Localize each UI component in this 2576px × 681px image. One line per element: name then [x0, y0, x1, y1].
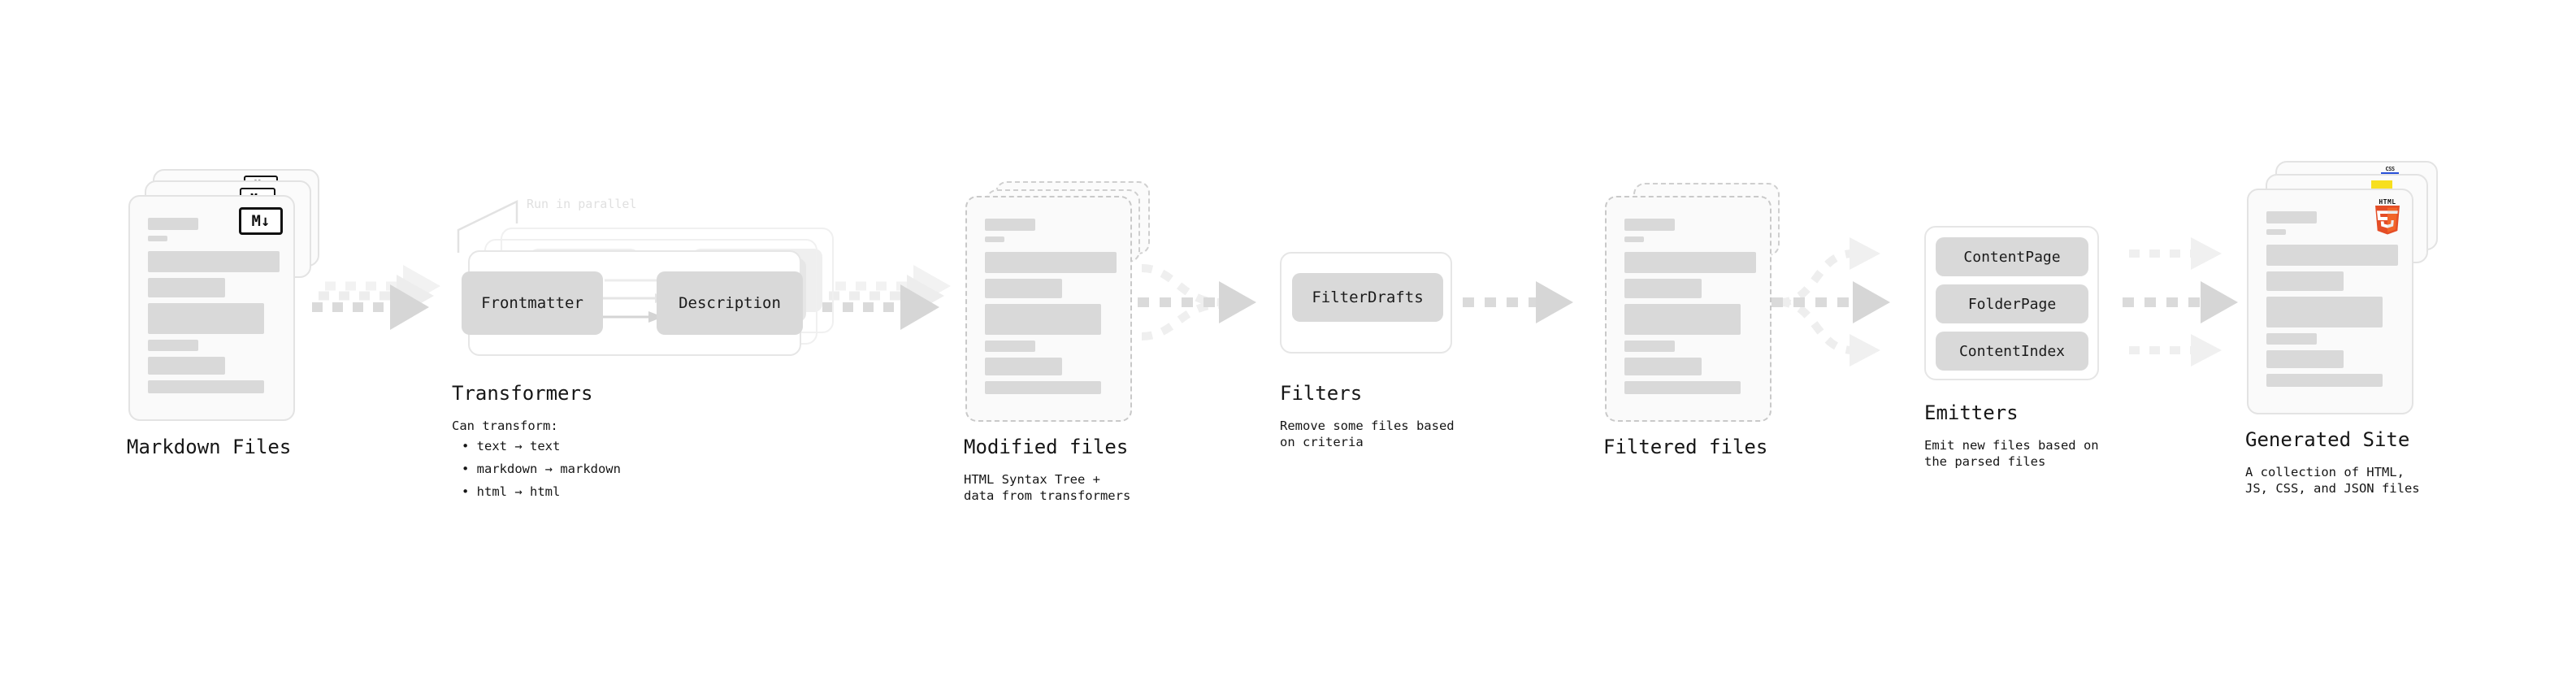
transformers-bullet-2: • markdown → markdown — [462, 462, 621, 476]
skeleton-bar — [2266, 211, 2317, 223]
html5-shield-icon — [2375, 206, 2400, 235]
skeleton-bar — [1624, 304, 1741, 335]
skeleton-bar — [1624, 219, 1675, 231]
skeleton-bar — [985, 340, 1035, 352]
skeleton-bar — [1624, 340, 1675, 352]
skeleton-bar — [2266, 271, 2344, 291]
skeleton-bar — [148, 251, 280, 272]
transformers-bullet-2-label: markdown → markdown — [476, 462, 621, 476]
skeleton-bar — [148, 278, 225, 297]
site-card-skeleton — [2266, 211, 2398, 393]
emitter-pill-contentpage-label: ContentPage — [1963, 248, 2061, 266]
markdown-badge-front: M↓ — [239, 207, 283, 235]
emitter-pill-contentindex[interactable]: ContentIndex — [1936, 332, 2088, 371]
caption-modified-files: Modified files — [964, 436, 1129, 458]
skeleton-bar — [1624, 381, 1741, 394]
transformers-description: Can transform: — [452, 419, 558, 433]
emitters-description: Emit new files based on the parsed files — [1924, 438, 2099, 469]
filtered-card-front — [1605, 196, 1772, 422]
skeleton-bar — [2266, 374, 2383, 387]
transformers-bullet-1: • text → text — [462, 439, 561, 453]
skeleton-bar — [148, 357, 225, 375]
html5-badge: HTML — [2374, 198, 2401, 236]
skeleton-bar — [985, 358, 1062, 375]
transformers-bullet-3: • html → html — [462, 484, 561, 499]
transformers-bullet-1-label: text → text — [476, 439, 561, 453]
skeleton-bar — [985, 219, 1035, 231]
run-in-parallel-label: Run in parallel — [527, 197, 637, 211]
filtered-card-skeleton — [1624, 219, 1756, 400]
parallel-bracket-icon — [457, 200, 518, 253]
filter-pill-filterdrafts-label: FilterDrafts — [1312, 288, 1424, 306]
transformer-pill-frontmatter-label: Frontmatter — [481, 294, 583, 312]
skeleton-bar — [985, 304, 1101, 335]
skeleton-bar — [985, 252, 1117, 273]
emitter-pill-contentpage[interactable]: ContentPage — [1936, 237, 2088, 276]
caption-generated-site: Generated Site — [2245, 428, 2410, 451]
skeleton-bar — [2266, 229, 2286, 235]
skeleton-bar — [985, 381, 1101, 394]
modified-card-front — [965, 196, 1132, 422]
caption-markdown-files: Markdown Files — [127, 436, 292, 458]
emitter-pill-folderpage-label: FolderPage — [1967, 295, 2057, 313]
transformer-pill-description-label: Description — [679, 294, 781, 312]
skeleton-bar — [2266, 245, 2398, 266]
markdown-card-skeleton — [148, 218, 280, 399]
skeleton-bar — [1624, 279, 1702, 298]
caption-transformers: Transformers — [452, 382, 593, 405]
arrow-emitters-to-site — [2123, 237, 2238, 367]
filter-pill-filterdrafts[interactable]: FilterDrafts — [1292, 273, 1443, 322]
skeleton-bar — [148, 218, 198, 230]
skeleton-bar — [2266, 350, 2344, 368]
emitter-pill-folderpage[interactable]: FolderPage — [1936, 284, 2088, 323]
skeleton-bar — [985, 279, 1062, 298]
skeleton-bar — [148, 236, 167, 241]
arrow-markdown-to-transformers — [312, 265, 440, 330]
caption-emitters: Emitters — [1924, 401, 2019, 424]
css-badge-label: CSS — [2385, 166, 2395, 172]
skeleton-bar — [2266, 333, 2317, 345]
skeleton-bar — [2266, 297, 2383, 327]
caption-filters: Filters — [1280, 382, 1363, 405]
arrow-modified-to-filters — [1138, 264, 1256, 340]
skeleton-bar — [1624, 252, 1756, 273]
skeleton-bar — [148, 303, 264, 334]
modified-card-skeleton — [985, 219, 1117, 400]
filters-description: Remove some files based on criteria — [1280, 419, 1455, 449]
html5-badge-word: HTML — [2379, 198, 2396, 206]
skeleton-bar — [985, 236, 1004, 242]
arrow-filtered-to-emitters — [1772, 237, 1890, 367]
arrow-transformers-to-modified — [822, 265, 951, 330]
skeleton-bar — [148, 340, 198, 351]
skeleton-bar — [1624, 358, 1702, 375]
skeleton-bar — [1624, 236, 1644, 242]
generated-site-description: A collection of HTML, JS, CSS, and JSON … — [2245, 465, 2420, 496]
transformer-pill-frontmatter[interactable]: Frontmatter — [462, 271, 603, 335]
markdown-card-front: M↓ — [128, 195, 295, 421]
skeleton-bar — [148, 380, 264, 393]
emitter-pill-contentindex-label: ContentIndex — [1958, 342, 2066, 360]
transformer-pill-description[interactable]: Description — [657, 271, 803, 335]
site-card-front-html: HTML — [2247, 189, 2413, 414]
transformers-bullet-3-label: html → html — [476, 484, 561, 499]
modified-files-description: HTML Syntax Tree + data from transformer… — [964, 472, 1131, 503]
arrow-filters-to-filtered — [1463, 281, 1573, 323]
caption-filtered-files: Filtered files — [1603, 436, 1768, 458]
